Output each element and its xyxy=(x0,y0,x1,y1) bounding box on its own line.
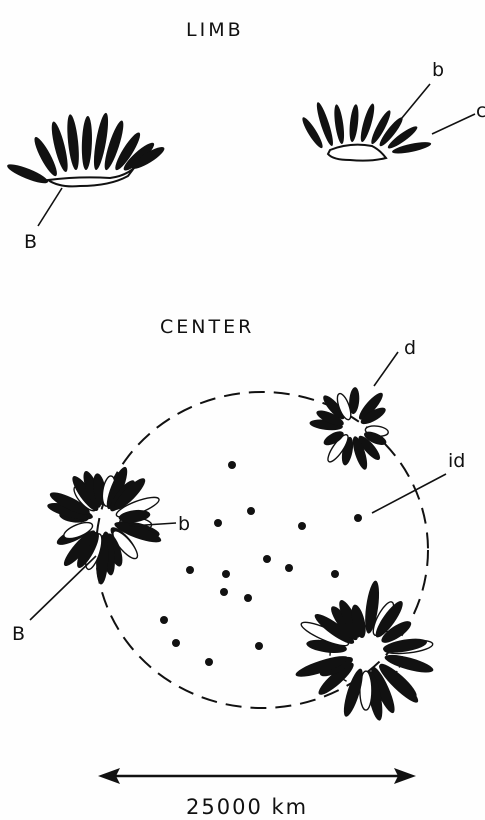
limb-bright-base-left xyxy=(48,168,134,186)
center-label-id: id xyxy=(448,450,465,472)
internetwork-dot xyxy=(214,519,222,527)
internetwork-dot xyxy=(160,616,168,624)
center-label-d: d xyxy=(404,337,416,359)
internetwork-dot xyxy=(220,588,228,596)
internetwork-dot xyxy=(331,570,339,578)
center-B-pointer xyxy=(30,556,96,620)
internetwork-dot xyxy=(244,594,252,602)
center-d-pointer xyxy=(374,352,398,386)
scale-bar xyxy=(98,768,416,784)
limb-label-b: b xyxy=(432,59,444,81)
center-label-b: b xyxy=(178,513,190,535)
limb-B-pointer xyxy=(38,188,62,226)
limb-bright-base-right xyxy=(328,145,386,161)
limb-heading: LIMB xyxy=(186,19,244,41)
internetwork-dot xyxy=(263,555,271,563)
limb-cluster-left xyxy=(5,112,167,187)
internetwork-dot xyxy=(298,522,306,530)
rosette-top-right xyxy=(309,387,389,471)
limb-b-pointer xyxy=(392,84,430,130)
scale-label: 25000 km xyxy=(186,795,308,819)
internetwork-dot xyxy=(285,564,293,572)
center-id-pointer xyxy=(372,474,446,513)
internetwork-dot xyxy=(205,658,213,666)
center-label-B: B xyxy=(12,623,25,645)
limb-spicule xyxy=(65,114,81,171)
internetwork-dot xyxy=(247,507,255,515)
center-heading: CENTER xyxy=(160,316,254,338)
limb-cluster-right xyxy=(300,101,432,161)
limb-spicule xyxy=(348,104,360,143)
internetwork-dot xyxy=(255,642,263,650)
internetwork-dot xyxy=(186,566,194,574)
limb-spicules-left xyxy=(5,112,167,187)
internetwork-dot xyxy=(354,514,362,522)
limb-label-c: c xyxy=(476,100,485,122)
limb-spicule xyxy=(5,161,50,187)
internetwork-dot xyxy=(172,639,180,647)
limb-c-pointer xyxy=(432,114,475,134)
limb-spicule xyxy=(81,116,93,170)
internetwork-dot xyxy=(222,570,230,578)
limb-label-B: B xyxy=(24,231,37,253)
limb-spicule xyxy=(332,104,345,145)
internetwork-dot xyxy=(228,461,236,469)
